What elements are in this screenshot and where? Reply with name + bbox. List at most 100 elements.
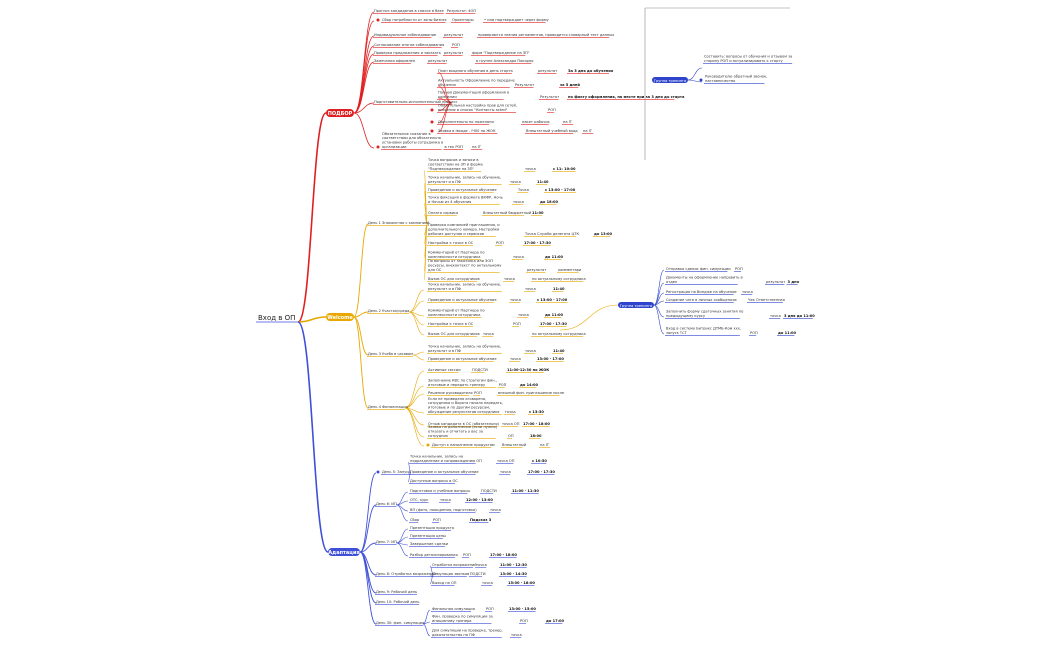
group-label[interactable]: День 9: Рабочий день: [376, 590, 417, 594]
topic-item[interactable]: Доступ к наполнение продуктам: [432, 443, 495, 447]
branch-podbor-pill[interactable]: [326, 109, 354, 117]
topic-cell: точка: [513, 255, 524, 259]
topic-cell: 13:00 - 17:00: [537, 357, 564, 361]
group-label[interactable]: День 1 Знакомство с компанией: [368, 221, 430, 225]
topic-item[interactable]: Проверка предложения и заказать: [374, 51, 441, 55]
topic-item[interactable]: Презентация цены: [410, 534, 446, 538]
branch-welcome-pill[interactable]: [326, 313, 354, 321]
topic-item[interactable]: Создание чата в личных сообщениях: [666, 298, 738, 302]
topic-item[interactable]: Подготовка и учебные вопросы: [410, 489, 470, 493]
topic-item[interactable]: ВП (фото, поощрения, подготовка): [410, 508, 477, 512]
side-branch-training-1-pill[interactable]: [652, 77, 688, 83]
side-item[interactable]: Составить: вопросы от обучения и отзывом…: [704, 55, 792, 63]
topic-item[interactable]: Заполнение КВС по стратегии фин.,итоговы…: [428, 379, 497, 387]
topic-item[interactable]: Вызов ОС для сотрудников: [428, 277, 480, 281]
topic-item[interactable]: Обязательная настройка прав для сетей,вн…: [438, 104, 517, 112]
topic-cell: 17:00 - 18:00: [490, 553, 517, 557]
topic-item[interactable]: Точка начальник, запись на обучение,резу…: [427, 283, 501, 291]
topic-item[interactable]: Сбор потребности от зоны бизнес: [382, 18, 447, 22]
topic-item[interactable]: План входного обучения в день старта: [438, 69, 513, 73]
topic-item[interactable]: Отправка сделок фин. симуляции: [666, 267, 731, 271]
branch-podbor[interactable]: ПОДБОР: [328, 111, 353, 117]
group-label[interactable]: День 7: ИП: [376, 540, 397, 544]
group-label[interactable]: День 2 Участок/среда: [368, 309, 409, 313]
topic-item[interactable]: Заявка на дополнения (если нужно)отказат…: [428, 425, 498, 438]
side-branch-training-1[interactable]: Группа тренинга: [654, 79, 686, 83]
topic-cell: Внештатный бюджетный: [483, 211, 532, 215]
group-label[interactable]: День 8: Отработка возражений: [376, 572, 437, 576]
topic-item[interactable]: Доступные вопросы в ОС: [410, 479, 458, 483]
topic-item[interactable]: Проведение и актуальное обучение: [428, 188, 497, 192]
topic-cell: РОП: [474, 391, 482, 395]
side-branch-training-2-pill[interactable]: [618, 302, 654, 308]
topic-item[interactable]: Точка начальник, запись на обучение,резу…: [427, 176, 501, 184]
topic-item[interactable]: Настройки к точке в ОС: [428, 322, 474, 326]
side-item[interactable]: Руководителю обратный звонок,наставничес…: [705, 75, 767, 83]
topic-item[interactable]: Симуляция звонков: [432, 572, 469, 576]
topic-cell: проверяются знания регламентов, проводит…: [478, 33, 615, 37]
topic-item[interactable]: Настройки к точке в ОС: [428, 241, 474, 245]
topic-item[interactable]: Точка начальник, запись на обучение,резу…: [427, 345, 501, 353]
topic-cell: точка: [500, 470, 511, 474]
group-label[interactable]: День 5: Запуск: [382, 470, 411, 474]
root-topic[interactable]: Вход в ОП: [258, 314, 295, 322]
topic-item[interactable]: Финальная симуляция: [432, 607, 475, 611]
side-branch-training-2[interactable]: Группа тренинга: [620, 304, 652, 308]
topic-cell: 12:00 - 13:00: [466, 498, 493, 502]
topic-cell: по факту оформления, на месте при за 3 д…: [568, 95, 685, 99]
topic-item[interactable]: Проведение и актуальное обучение: [428, 357, 497, 361]
connector-line: [359, 504, 377, 553]
topic-cell: Подсказ 3: [470, 518, 492, 522]
topic-item[interactable]: Разбор детализирования: [410, 553, 458, 557]
topic-item[interactable]: Вызов ОС для сотрудников: [428, 332, 480, 336]
group-label[interactable]: День 4 Финализация: [368, 405, 408, 409]
topic-item[interactable]: Отзыв кандидата в ОС (обязательно): [428, 422, 500, 426]
topic-item[interactable]: Проведение и актуальное обучение: [428, 298, 497, 302]
topic-cell: по актуальному сотрудника: [532, 277, 586, 281]
branch-adaptation[interactable]: Адаптация: [328, 550, 359, 556]
topic-item[interactable]: Решение руководителя: [428, 391, 473, 395]
topic-item[interactable]: Прогноз кандидатов в списке в базе: [374, 9, 444, 13]
topic-item[interactable]: Замечания оформлен: [374, 59, 416, 63]
topic-item[interactable]: ОТС, курс: [410, 498, 428, 502]
topic-cell: РОП: [463, 553, 471, 557]
group-label[interactable]: День 3 Учеба в часовом: [368, 352, 413, 356]
topic-item[interactable]: Если не приведено оговорено,сотрудника и…: [428, 397, 503, 414]
topic-item[interactable]: Вход в систему Битрикс ДТМБ-Ком ххх,запу…: [666, 327, 741, 335]
group-label[interactable]: День 6: ИП: [376, 502, 397, 506]
topic-item[interactable]: Сбор: [410, 518, 420, 522]
topic-item[interactable]: Оплата сервиса: [428, 211, 458, 215]
topic-cell: ПОДСТИ: [470, 572, 486, 576]
branch-adaptation-pill[interactable]: [328, 548, 360, 556]
topic-item[interactable]: Подготовительно-исполнительный процесс: [374, 100, 457, 104]
topic-item[interactable]: Индивидуальное собеседование: [374, 33, 437, 37]
topic-item[interactable]: Выход на ОП: [432, 581, 457, 585]
topic-item[interactable]: Дополнительно по пожелани: [438, 120, 494, 124]
topic-item[interactable]: Регистрация на Виндже на обучение: [666, 290, 737, 294]
topic-item[interactable]: Заявка в Iвходе - IЧ00 по ЖОК: [438, 129, 496, 133]
topic-item[interactable]: Проведение и актуальное обучение: [410, 470, 479, 474]
group-label[interactable]: День 10: Рабочий день: [376, 600, 419, 604]
topic-item[interactable]: Завершение сделки: [410, 542, 449, 546]
connector-line: [559, 304, 619, 331]
topic-item[interactable]: Отработка возражений: [432, 563, 477, 567]
topic-item[interactable]: Согласование итогов собеседования: [374, 43, 444, 47]
topic-item[interactable]: Активные сессии: [428, 368, 461, 372]
topic-item[interactable]: Для симуляции на проверке, тренер,доказа…: [432, 629, 503, 637]
group-label[interactable]: День 30: фин. симуляция: [376, 621, 424, 625]
branch-welcome[interactable]: Welcome: [327, 315, 353, 321]
topic-item[interactable]: Презентация продукта: [410, 526, 454, 530]
